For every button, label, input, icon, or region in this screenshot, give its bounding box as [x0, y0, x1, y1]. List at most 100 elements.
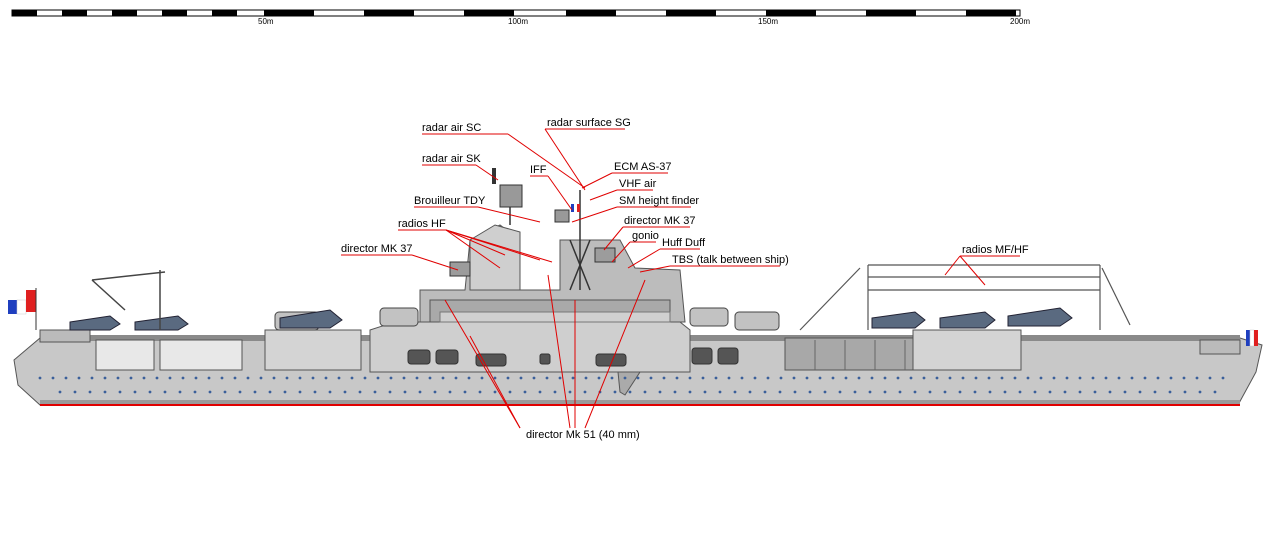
porthole: [1033, 390, 1037, 394]
porthole: [1091, 376, 1095, 380]
porthole: [740, 376, 744, 380]
porthole: [1182, 376, 1186, 380]
porthole: [463, 390, 467, 394]
porthole: [1168, 390, 1172, 394]
porthole: [178, 390, 182, 394]
porthole: [987, 376, 991, 380]
label-radar-air-sk: radar air SK: [422, 153, 481, 165]
hangar-opening: [784, 337, 914, 371]
porthole: [1169, 376, 1173, 380]
porthole: [673, 390, 677, 394]
label-director-mk37-right: director MK 37: [624, 215, 696, 227]
porthole: [896, 376, 900, 380]
porthole: [142, 376, 146, 380]
porthole: [613, 390, 617, 394]
porthole: [163, 390, 167, 394]
porthole: [763, 390, 767, 394]
porthole: [73, 390, 77, 394]
porthole: [922, 376, 926, 380]
porthole: [909, 376, 913, 380]
porthole: [168, 376, 172, 380]
porthole: [283, 390, 287, 394]
porthole: [448, 390, 452, 394]
porthole: [1183, 390, 1187, 394]
porthole: [1104, 376, 1108, 380]
porthole: [1000, 376, 1004, 380]
porthole: [220, 376, 224, 380]
porthole: [568, 390, 572, 394]
porthole: [883, 390, 887, 394]
radar-sg-antenna: [554, 209, 570, 223]
porthole: [1208, 376, 1212, 380]
porthole: [223, 390, 227, 394]
porthole: [433, 390, 437, 394]
porthole: [358, 390, 362, 394]
porthole: [343, 390, 347, 394]
porthole: [688, 376, 692, 380]
porthole: [467, 376, 471, 380]
porthole: [493, 390, 497, 394]
porthole: [1039, 376, 1043, 380]
porthole: [418, 390, 422, 394]
label-vhf-air: VHF air: [619, 178, 657, 190]
porthole: [610, 376, 614, 380]
porthole: [1143, 376, 1147, 380]
scale-bar: 50m 100m 150m 200m: [11, 9, 1030, 26]
leader-lines: [341, 128, 1020, 429]
deck-aircraft: [69, 307, 1073, 331]
porthole: [1153, 390, 1157, 394]
porthole: [1117, 376, 1121, 380]
porthole: [658, 390, 662, 394]
porthole: [662, 376, 666, 380]
porthole: [324, 376, 328, 380]
label-iff: IFF: [530, 164, 547, 176]
porthole: [870, 376, 874, 380]
funnel: [469, 224, 521, 291]
porthole: [1198, 390, 1202, 394]
porthole: [493, 376, 497, 380]
hull: [13, 321, 1263, 406]
porthole: [311, 376, 315, 380]
porthole: [818, 376, 822, 380]
porthole: [597, 376, 601, 380]
porthole: [714, 376, 718, 380]
porthole: [793, 390, 797, 394]
porthole: [973, 390, 977, 394]
porthole: [545, 376, 549, 380]
gun-turret: [734, 311, 780, 331]
porthole: [194, 376, 198, 380]
porthole: [1013, 376, 1017, 380]
porthole: [688, 390, 692, 394]
porthole: [116, 376, 120, 380]
porthole: [779, 376, 783, 380]
porthole: [748, 390, 752, 394]
callout-labels: radar air SC radar surface SG radar air …: [341, 117, 1029, 441]
porthole: [51, 376, 55, 380]
porthole: [373, 390, 377, 394]
porthole: [857, 376, 861, 380]
porthole: [58, 390, 62, 394]
porthole: [77, 376, 81, 380]
porthole: [701, 376, 705, 380]
porthole: [1065, 376, 1069, 380]
porthole: [480, 376, 484, 380]
porthole: [478, 390, 482, 394]
radar-sk-antenna: [499, 184, 523, 208]
porthole: [898, 390, 902, 394]
porthole: [298, 390, 302, 394]
porthole: [778, 390, 782, 394]
porthole: [623, 376, 627, 380]
porthole: [376, 376, 380, 380]
radio-masts: [799, 264, 1131, 331]
porthole: [1093, 390, 1097, 394]
porthole: [103, 390, 107, 394]
porthole: [508, 390, 512, 394]
porthole: [133, 390, 137, 394]
gun-turret: [689, 307, 729, 327]
porthole: [558, 376, 562, 380]
scale-tick-150: 150m: [758, 17, 778, 26]
director-mk37-fwd: [594, 247, 616, 263]
label-radar-surface-sg: radar surface SG: [547, 117, 631, 129]
porthole: [402, 376, 406, 380]
porthole: [1108, 390, 1112, 394]
